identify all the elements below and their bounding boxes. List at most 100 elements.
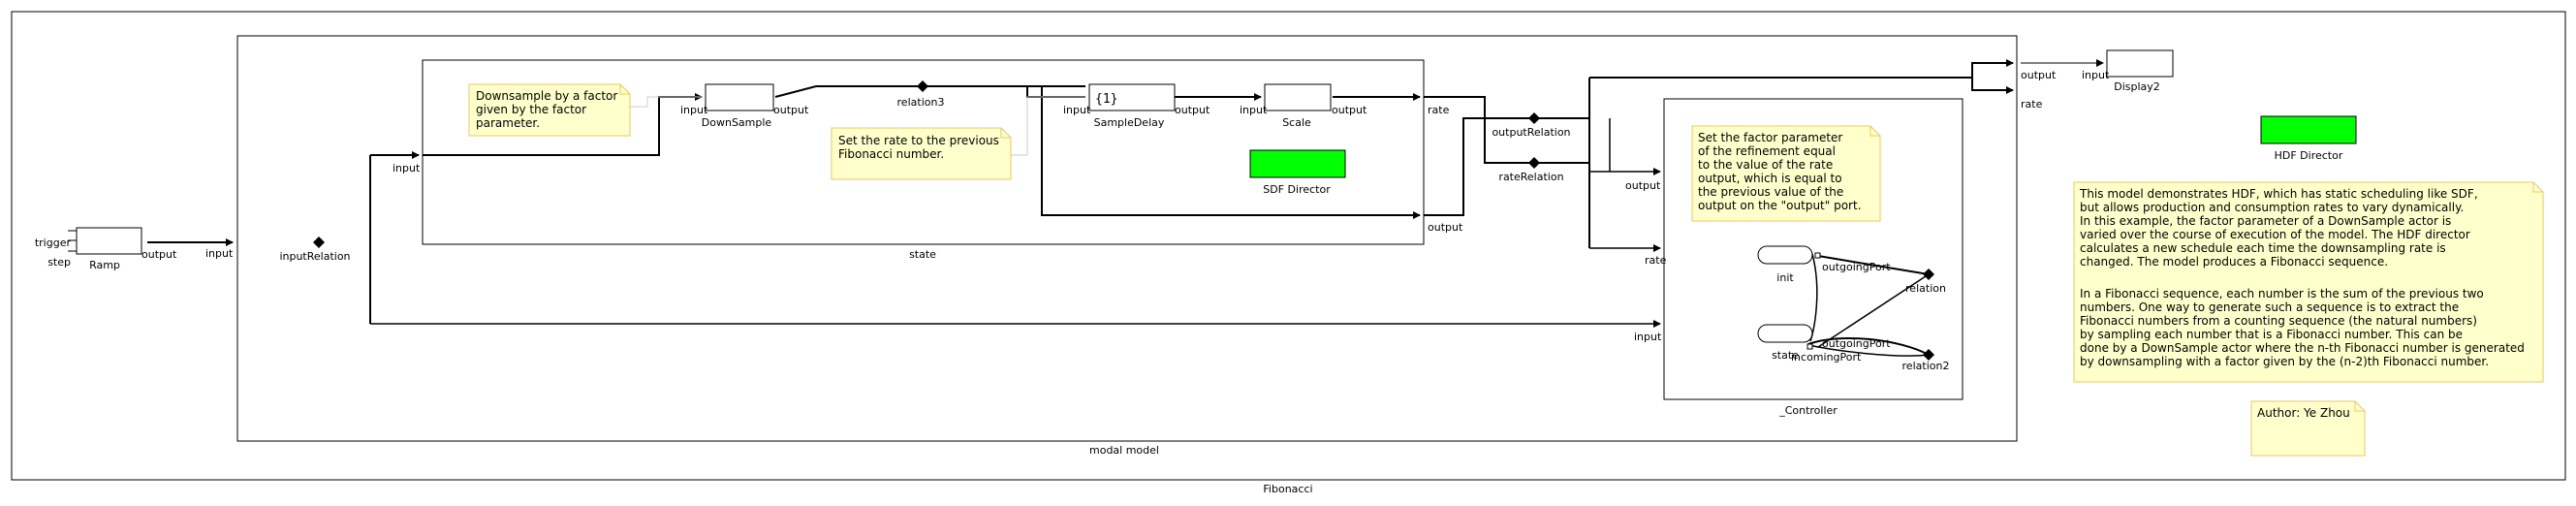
- scale-actor[interactable]: input output Scale: [1240, 83, 1367, 129]
- note-author-text: Author: Ye Zhou: [2257, 406, 2350, 420]
- relation-label: relation: [1905, 282, 1946, 295]
- sampledelay-output-label: output: [1175, 104, 1210, 116]
- sampledelay-box[interactable]: [1088, 83, 1176, 111]
- hdf-director-box[interactable]: [2260, 115, 2357, 144]
- fsm: init state relation relation2 outgoingPo…: [1757, 245, 1950, 372]
- downsample-name: DownSample: [702, 116, 772, 129]
- scale-box[interactable]: [1264, 83, 1332, 111]
- incoming-port[interactable]: [1806, 343, 1813, 350]
- downsample-box[interactable]: [705, 83, 774, 111]
- note-description-line-4: varied over the course of execution of t…: [2080, 228, 2470, 241]
- outgoing-port-label-2: outgoingPort: [1822, 337, 1891, 350]
- note-description-fold: [2532, 182, 2543, 193]
- note-downsample-line-2: given by the factor: [476, 103, 586, 116]
- state-init-label: init: [1776, 271, 1794, 284]
- note-rate-line-2: Fibonacci number.: [838, 147, 944, 161]
- output-relation-diamond[interactable]: [1528, 112, 1540, 124]
- link-incoming-relation: [1817, 273, 1930, 348]
- note-downsample[interactable]: Downsample by a factor given by the fact…: [468, 83, 702, 137]
- note-description-line-6: changed. The model produces a Fibonacci …: [2080, 255, 2388, 269]
- display-box[interactable]: [2106, 49, 2174, 78]
- modal-model-label: modal model: [1089, 444, 1159, 457]
- wire-to-modal-rate: [1971, 78, 2014, 94]
- state-refinement-label: state: [909, 248, 936, 261]
- outgoing-port[interactable]: [1814, 252, 1821, 259]
- wire-output-out: [1424, 117, 1589, 216]
- link-state-loop: [1807, 344, 1930, 357]
- note-rate-box: [831, 127, 1012, 180]
- state-input-port-label: input: [393, 162, 421, 174]
- model-title: Fibonacci: [1263, 483, 1312, 495]
- note-description-line-5: calculates a new schedule each time the …: [2080, 241, 2446, 255]
- scale-input-label: input: [1240, 104, 1268, 116]
- display-actor[interactable]: input Display2: [2082, 49, 2174, 93]
- wire-relation3-to-output: [1041, 86, 1421, 219]
- state-state-label: state: [1772, 349, 1799, 362]
- controller-input-port-label: input: [1634, 331, 1662, 343]
- ramp-trigger-label: trigger: [35, 237, 72, 249]
- state-state[interactable]: [1757, 324, 1813, 343]
- state-init[interactable]: [1757, 245, 1813, 265]
- relation2-label: relation2: [1902, 360, 1950, 372]
- note-factor-line-2: of the refinement equal: [1698, 144, 1836, 158]
- note-downsample-line-3: parameter.: [476, 116, 540, 130]
- note-description-line-1: This model demonstrates HDF, which has s…: [2079, 187, 2478, 201]
- note-description[interactable]: This model demonstrates HDF, which has s…: [2073, 181, 2544, 383]
- sampledelay-actor[interactable]: {1} input output SampleDelay: [1063, 83, 1210, 129]
- output-relation-label: outputRelation: [1492, 126, 1570, 139]
- note-downsample-line-1: Downsample by a factor: [476, 89, 617, 103]
- incoming-port-label: incomingPort: [1791, 351, 1862, 364]
- note-description-line-13: by downsampling with a factor given by t…: [2080, 355, 2489, 368]
- sdf-director-box[interactable]: [1249, 149, 1346, 178]
- scale-output-label: output: [1332, 104, 1367, 116]
- ramp-actor[interactable]: trigger step output Ramp: [35, 227, 177, 271]
- input-relation-diamond[interactable]: [313, 237, 325, 248]
- ramp-box[interactable]: [76, 227, 142, 255]
- downsample-input-label: input: [680, 104, 708, 116]
- hdf-director-label: HDF Director: [2275, 149, 2343, 162]
- state-refinement-frame[interactable]: [422, 59, 1425, 245]
- hdf-director[interactable]: HDF Director: [2260, 115, 2357, 162]
- link-init-to-state: [1809, 253, 1818, 342]
- note-rate[interactable]: Set the rate to the previous Fibonacci n…: [831, 96, 1085, 180]
- controller-label: _Controller: [1778, 404, 1838, 417]
- rate-relation-label: rateRelation: [1498, 171, 1563, 183]
- downsample-actor[interactable]: input output DownSample: [680, 83, 809, 129]
- state-output-port-label: output: [1428, 221, 1463, 234]
- note-downsample-box: [468, 83, 631, 137]
- controller-frame[interactable]: [1663, 98, 1963, 400]
- modal-model-frame[interactable]: [236, 35, 2018, 442]
- wire-to-modal-output: [1589, 59, 2014, 79]
- note-description-line-3: In this example, the factor parameter of…: [2080, 214, 2451, 228]
- relation2-diamond[interactable]: [1923, 349, 1934, 361]
- note-author-fold: [2354, 401, 2365, 412]
- note-factor[interactable]: Set the factor parameter of the refineme…: [1691, 125, 1881, 222]
- note-factor-line-4: output, which is equal to: [1698, 172, 1842, 185]
- note-author[interactable]: Author: Ye Zhou: [2250, 400, 2366, 457]
- relation3-diamond[interactable]: [917, 80, 928, 92]
- note-description-line-10: Fibonacci numbers from a counting sequen…: [2080, 314, 2477, 328]
- note-description-line-11: by sampling each number that is a Fibona…: [2080, 328, 2463, 341]
- note-rate-fold: [1000, 128, 1011, 139]
- sdf-director[interactable]: SDF Director: [1249, 149, 1346, 196]
- top-level-frame: [11, 11, 2566, 481]
- relation-diamond[interactable]: [1923, 269, 1934, 280]
- controller-rate-port-label: rate: [1645, 254, 1667, 267]
- note-rate-line-1: Set the rate to the previous: [838, 134, 999, 147]
- sampledelay-input-label: input: [1063, 104, 1091, 116]
- controller-output-port-label: output: [1625, 179, 1661, 192]
- note-description-box: [2073, 181, 2544, 383]
- note-factor-line-1: Set the factor parameter: [1698, 131, 1842, 144]
- rate-relation-diamond[interactable]: [1528, 157, 1540, 169]
- note-factor-line-5: the previous value of the: [1698, 185, 1843, 199]
- ramp-output-label: output: [141, 248, 177, 261]
- downsample-output-label: output: [773, 104, 809, 116]
- ramp-step-label: step: [47, 256, 71, 269]
- note-description-line-12: done by a DownSample actor where the n-t…: [2080, 341, 2525, 355]
- sampledelay-value: {1}: [1095, 92, 1117, 107]
- note-author-box: [2250, 400, 2366, 457]
- note-downsample-fold: [619, 84, 630, 95]
- note-description-line-2: but allows production and consumption ra…: [2080, 201, 2464, 214]
- wire-downsample-to-relation3: [774, 85, 923, 98]
